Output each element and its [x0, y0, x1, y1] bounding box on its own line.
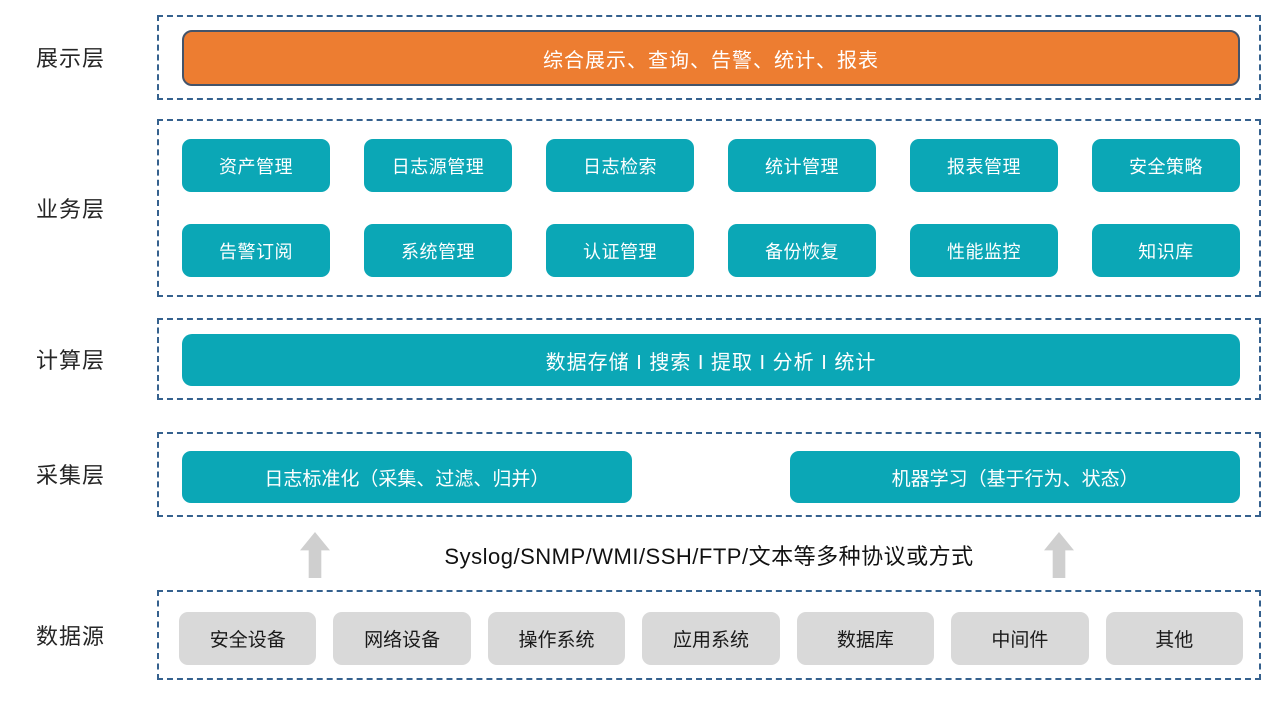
transport-protocols-text: Syslog/SNMP/WMI/SSH/FTP/文本等多种协议或方式: [444, 544, 974, 569]
business-box-statistics-management: 统计管理: [728, 139, 876, 192]
compute-banner: 数据存储 I 搜索 I 提取 I 分析 I 统计: [182, 334, 1240, 386]
business-box-asset-management: 资产管理: [182, 139, 330, 192]
datasource-row: 安全设备 网络设备 操作系统 应用系统 数据库 中间件 其他: [179, 612, 1243, 665]
collection-box-log-normalization: 日志标准化（采集、过滤、归并）: [182, 451, 632, 503]
business-box-system-management: 系统管理: [364, 224, 512, 277]
label-business-layer: 业务层: [36, 197, 106, 222]
datasource-box-middleware: 中间件: [951, 612, 1089, 665]
business-row-1: 资产管理 日志源管理 日志检索 统计管理 报表管理 安全策略: [182, 139, 1240, 192]
business-row-2: 告警订阅 系统管理 认证管理 备份恢复 性能监控 知识库: [182, 224, 1240, 277]
datasource-box-network-device: 网络设备: [333, 612, 471, 665]
label-display-layer: 展示层: [36, 46, 106, 71]
display-banner: 综合展示、查询、告警、统计、报表: [182, 30, 1240, 86]
business-box-log-source-management: 日志源管理: [364, 139, 512, 192]
datasource-box-operating-system: 操作系统: [487, 612, 626, 665]
business-box-auth-management: 认证管理: [546, 224, 694, 277]
business-box-log-search: 日志检索: [546, 139, 694, 192]
label-collection-layer: 采集层: [36, 463, 106, 488]
collection-layer-container: 日志标准化（采集、过滤、归并） 机器学习（基于行为、状态）: [157, 432, 1261, 517]
compute-layer-container: 数据存储 I 搜索 I 提取 I 分析 I 统计: [157, 318, 1261, 400]
business-box-knowledge-base: 知识库: [1092, 224, 1240, 277]
label-compute-layer: 计算层: [36, 348, 106, 373]
business-box-performance-monitoring: 性能监控: [910, 224, 1058, 277]
business-box-security-policy: 安全策略: [1092, 139, 1240, 192]
business-box-alert-subscription: 告警订阅: [182, 224, 330, 277]
datasource-box-other: 其他: [1105, 612, 1243, 665]
collection-box-machine-learning: 机器学习（基于行为、状态）: [790, 451, 1240, 503]
label-datasource-layer: 数据源: [36, 624, 106, 649]
datasource-box-security-device: 安全设备: [179, 612, 317, 665]
business-box-report-management: 报表管理: [910, 139, 1058, 192]
datasource-layer-container: 安全设备 网络设备 操作系统 应用系统 数据库 中间件 其他: [157, 590, 1261, 680]
collection-row: 日志标准化（采集、过滤、归并） 机器学习（基于行为、状态）: [182, 451, 1240, 503]
business-layer-container: 资产管理 日志源管理 日志检索 统计管理 报表管理 安全策略 告警订阅 系统管理…: [157, 119, 1261, 297]
business-box-backup-recovery: 备份恢复: [728, 224, 876, 277]
display-layer-container: 综合展示、查询、告警、统计、报表: [157, 15, 1261, 100]
datasource-box-database: 数据库: [796, 612, 935, 665]
datasource-box-application-system: 应用系统: [642, 612, 780, 665]
